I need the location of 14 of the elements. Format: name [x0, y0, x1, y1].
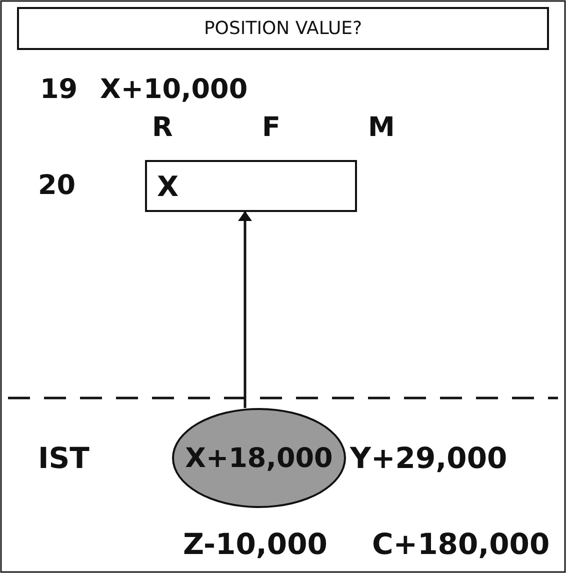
- row-heading: IST: [38, 442, 90, 474]
- arrow: [238, 211, 252, 408]
- column-heading: R: [152, 112, 173, 144]
- line-number: 20: [38, 170, 76, 202]
- column-heading: M: [368, 112, 395, 144]
- highlighted-value-ellipse: X+18,000: [172, 408, 346, 508]
- line-number: 19: [40, 74, 78, 106]
- position-value: Z-10,000: [183, 528, 328, 560]
- position-value: C+180,000: [372, 528, 550, 560]
- input-field: X: [145, 160, 357, 212]
- column-heading: F: [262, 112, 280, 144]
- program-value: X+10,000: [100, 74, 248, 106]
- position-value: Y+29,000: [350, 442, 508, 474]
- title-box: POSITION VALUE?: [17, 7, 549, 50]
